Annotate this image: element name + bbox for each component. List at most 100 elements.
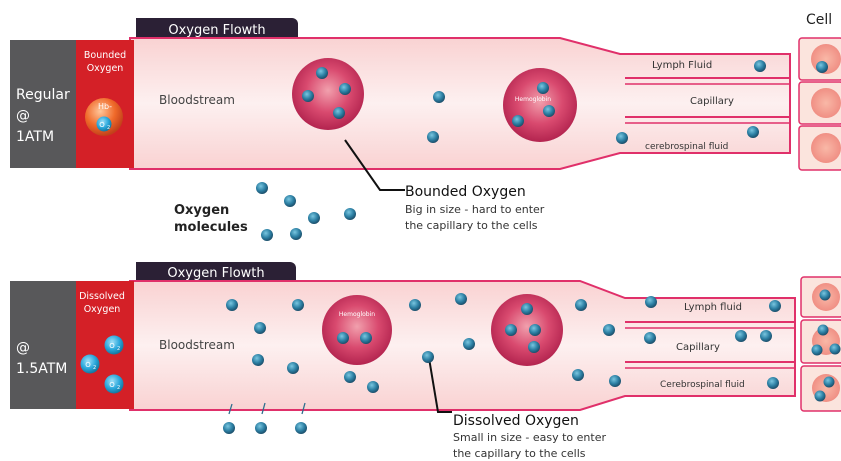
- oxygen-molecule: [537, 82, 549, 94]
- top-o2-sub: 2: [107, 125, 110, 131]
- top-pressure-line-1: Regular: [16, 87, 70, 103]
- oxygen-molecule: [572, 369, 584, 381]
- dissolved-oxygen-callout-title: Dissolved Oxygen: [453, 413, 579, 429]
- bottom-oxygen-type-line-2: Oxygen: [84, 304, 121, 315]
- bottom-header-label: Oxygen Flowth: [167, 266, 264, 281]
- top-pressure-line-2: @: [16, 108, 30, 124]
- dissolved-oxygen-callout-line-1: Small in size - easy to enter: [453, 431, 606, 444]
- oxygen-molecule: [769, 300, 781, 312]
- oxygen-molecule: [344, 371, 356, 383]
- oxygen-molecule: [505, 324, 517, 336]
- bottom-pressure-line-1: @: [16, 340, 30, 356]
- bottom-lymph-label: Lymph fluid: [684, 302, 742, 313]
- oxygen-molecule: [463, 338, 475, 350]
- oxygen-molecules-line-2: molecules: [174, 220, 248, 235]
- dissolved-o2-label-2: O: [85, 361, 91, 369]
- oxygen-molecule: [422, 351, 434, 363]
- top-hemoglobin-2: [503, 68, 577, 142]
- dissolved-oxygen-callout-line-2: the capillary to the cells: [453, 447, 586, 460]
- bottom-bloodstream-label: Bloodstream: [159, 338, 235, 352]
- top-header-label: Oxygen Flowth: [168, 23, 265, 38]
- oxygen-molecule: [644, 332, 656, 344]
- oxygen-molecule: [290, 228, 302, 240]
- oxygen-molecule: [603, 324, 615, 336]
- oxygen-molecule: [818, 325, 829, 336]
- bounded-oxygen-callout-line-1: Big in size - hard to enter: [405, 203, 545, 216]
- oxygen-molecule: [223, 422, 235, 434]
- bottom-hemoglobin-label: Hemoglobin: [339, 311, 375, 318]
- oxygen-molecule: [261, 229, 273, 241]
- top-pressure-block: [10, 40, 76, 168]
- oxygen-molecule: [287, 362, 299, 374]
- oxygen-molecule: [367, 381, 379, 393]
- oxygen-molecule: [529, 324, 541, 336]
- oxygen-molecule: [302, 90, 314, 102]
- oxygen-molecules-line-1: Oxygen: [174, 203, 229, 218]
- oxygen-molecule: [409, 299, 421, 311]
- oxygen-molecule: [767, 377, 779, 389]
- dissolved-o2-label-1: O: [109, 342, 115, 350]
- oxygen-molecule: [815, 391, 826, 402]
- top-hemoglobin-label: Hemoglobin: [515, 96, 551, 103]
- top-cell-2-nucleus: [811, 88, 841, 118]
- dissolved-o2-label-3: O: [109, 381, 115, 389]
- oxygen-molecule: [747, 126, 759, 138]
- top-cell-3-nucleus: [811, 133, 841, 163]
- oxygen-molecule: [616, 132, 628, 144]
- oxygen-molecule: [812, 345, 823, 356]
- oxygen-molecule: [284, 195, 296, 207]
- oxygen-molecule: [339, 83, 351, 95]
- oxygen-molecule: [512, 115, 524, 127]
- top-o2-label: O: [99, 121, 105, 129]
- oxygen-molecule: [521, 303, 533, 315]
- oxygen-molecule: [830, 344, 841, 355]
- oxygen-molecule: [760, 330, 772, 342]
- oxygen-molecule: [295, 422, 307, 434]
- oxygen-molecule: [433, 91, 445, 103]
- oxygen-molecule: [609, 375, 621, 387]
- oxygen-molecule: [816, 61, 828, 73]
- top-pressure-line-3: 1ATM: [16, 129, 54, 145]
- oxygen-molecule: [316, 67, 328, 79]
- bottom-oxygen-type-line-1: Dissolved: [79, 291, 125, 302]
- bottom-capillary-label: Capillary: [676, 342, 720, 353]
- oxygen-molecule: [528, 341, 540, 353]
- bottom-pressure-line-2: 1.5ATM: [16, 361, 67, 377]
- oxygen-molecule: [254, 322, 266, 334]
- oxygen-molecule: [645, 296, 657, 308]
- oxygen-molecule: [344, 208, 356, 220]
- dissolved-o2-sub-2: 2: [93, 365, 96, 371]
- oxygen-molecule: [824, 377, 835, 388]
- oxygen-molecule: [333, 107, 345, 119]
- oxygen-molecule: [292, 299, 304, 311]
- oxygen-molecule: [455, 293, 467, 305]
- top-oxygen-type-line-2: Oxygen: [87, 63, 124, 74]
- oxygen-molecule: [360, 332, 372, 344]
- bottom-hemoglobin-1: [322, 295, 392, 365]
- oxygen-molecule: [308, 212, 320, 224]
- bottom-csf-label: Cerebrospinal fluid: [660, 380, 745, 390]
- bounded-oxygen-callout-title: Bounded Oxygen: [405, 184, 526, 200]
- dissolved-o2-sub-1: 2: [117, 346, 120, 352]
- oxygen-molecule: [255, 422, 267, 434]
- oxygen-molecule: [543, 105, 555, 117]
- oxygen-molecule: [735, 330, 747, 342]
- cell-title: Cell: [806, 12, 832, 28]
- hb-label: Hb-: [98, 102, 112, 111]
- dissolved-o2-sub-3: 2: [117, 385, 120, 391]
- top-oxygen-type-line-1: Bounded: [84, 50, 126, 61]
- oxygen-molecule: [820, 290, 831, 301]
- bounded-oxygen-callout-line-2: the capillary to the cells: [405, 219, 538, 232]
- top-capillary-label: Capillary: [690, 96, 734, 107]
- top-bloodstream-label: Bloodstream: [159, 93, 235, 107]
- oxygen-molecule: [226, 299, 238, 311]
- oxygen-molecule: [252, 354, 264, 366]
- top-csf-label: cerebrospinal fluid: [645, 142, 728, 152]
- oxygen-molecule: [337, 332, 349, 344]
- top-cell-column: [799, 38, 841, 170]
- top-panel: Oxygen Flowth Regular @ 1ATM Bounded Oxy…: [10, 12, 841, 235]
- oxygen-molecule: [256, 182, 268, 194]
- top-lymph-label: Lymph Fluid: [652, 60, 712, 71]
- oxygen-molecule: [754, 60, 766, 72]
